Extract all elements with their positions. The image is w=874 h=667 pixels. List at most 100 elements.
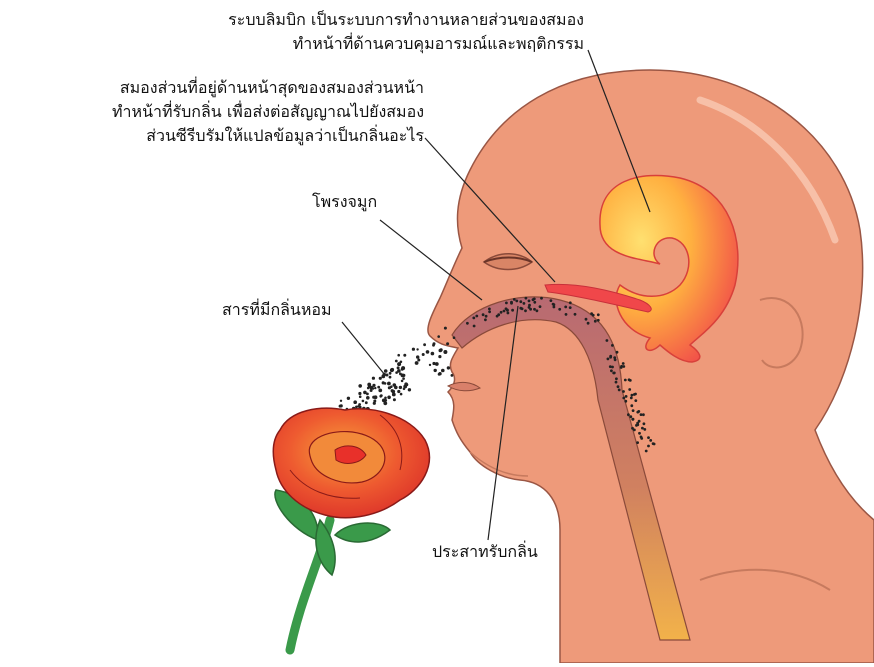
odor-particle: [620, 365, 623, 368]
odor-particle: [630, 397, 633, 400]
odor-particle: [503, 310, 506, 313]
odor-particle: [519, 300, 522, 303]
odor-particle: [510, 301, 513, 304]
odor-particle: [592, 314, 595, 317]
odor-particle: [540, 297, 543, 300]
odor-particle: [640, 436, 643, 439]
odor-particle: [417, 359, 420, 362]
rose-leaf-right: [335, 523, 390, 542]
odor-particle: [392, 390, 396, 394]
odor-particle: [358, 384, 362, 388]
odor-particle: [397, 390, 400, 393]
odor-particle: [636, 423, 639, 426]
odor-particle: [528, 300, 531, 303]
odor-particle: [390, 385, 393, 388]
odor-particle: [615, 381, 618, 384]
odor-particle: [627, 413, 630, 416]
rose: [273, 408, 429, 650]
odor-particle: [401, 374, 405, 378]
odor-particle: [394, 386, 398, 390]
odor-particle: [368, 385, 371, 388]
limbic-label-line1: ระบบลิมบิก เป็นระบบการทำงานหลายส่วนของสม…: [228, 8, 584, 32]
odor-particle: [507, 312, 510, 315]
odor-particle: [366, 396, 370, 400]
odor-particle: [366, 393, 369, 396]
odor-particle: [451, 374, 454, 377]
odor-particle: [482, 313, 485, 316]
odor-particle: [533, 301, 536, 304]
odor-particle: [597, 319, 600, 322]
odor-particle: [574, 313, 577, 316]
limbic-label: ระบบลิมบิก เป็นระบบการทำงานหลายส่วนของสม…: [228, 8, 584, 56]
odor-particle: [426, 350, 430, 354]
nasal-cavity-label: โพรงจมูก: [312, 190, 377, 214]
odor-particle: [638, 432, 641, 435]
odor-particle: [622, 362, 625, 365]
odor-particle: [475, 315, 478, 318]
odor-particle: [431, 352, 435, 356]
odor-particle: [400, 393, 403, 396]
odor-particle: [401, 368, 404, 371]
odor-particle: [472, 317, 475, 320]
odor-particle: [643, 428, 646, 431]
odor-particle: [387, 396, 391, 400]
odor-particle: [340, 404, 343, 407]
odor-particle: [415, 361, 419, 365]
odor-particle: [340, 400, 342, 402]
odor-particle: [622, 397, 625, 400]
odor-particle: [379, 377, 382, 380]
odor-particle: [564, 306, 567, 309]
odor-particle: [399, 386, 402, 389]
odor-particle: [435, 362, 439, 366]
odor-particle: [397, 366, 400, 369]
odor-particle: [443, 350, 447, 354]
odor-particle: [524, 309, 527, 312]
odor-particle: [634, 399, 637, 402]
odor-particle: [607, 358, 610, 361]
odor-particle: [358, 392, 361, 395]
odor-particle: [569, 301, 572, 304]
odor-particle: [642, 413, 645, 416]
odor-particle: [637, 410, 640, 413]
olfactory-bulb-label: สมองส่วนที่อยู่ด้านหน้าสุดของสมองส่วนหน้…: [112, 76, 424, 148]
odor-particle: [521, 307, 524, 310]
odor-particle: [384, 369, 388, 373]
odor-particle: [389, 376, 392, 379]
odor-particle: [497, 313, 500, 316]
odor-particle: [645, 450, 648, 453]
odor-particle: [628, 388, 631, 391]
odor-particle: [400, 361, 403, 364]
odor-particle: [500, 311, 503, 314]
odor-particle: [377, 386, 380, 389]
odor-particle: [439, 349, 443, 353]
odor-particle: [652, 442, 655, 445]
odor-particle: [612, 372, 615, 375]
limbic-label-line2: ทำหน้าที่ด้านควบคุมอารมณ์และพฤติกรรม: [228, 32, 584, 56]
odor-particle: [437, 335, 440, 338]
odor-particle: [624, 379, 627, 382]
odor-particle: [401, 380, 404, 383]
odor-particle: [594, 320, 597, 323]
odor-particle: [647, 445, 650, 448]
odor-particle: [447, 366, 450, 369]
odor-particle: [353, 400, 357, 404]
odor-particle: [365, 401, 368, 404]
odor-particle: [453, 336, 456, 339]
odor-particle: [378, 389, 382, 393]
odor-particle: [640, 413, 643, 416]
odor-particle: [444, 327, 447, 330]
odor-particle: [485, 315, 488, 318]
odor-particle: [395, 371, 398, 374]
odor-particle: [359, 395, 362, 398]
odor-particle: [362, 400, 365, 403]
odor-particle: [402, 377, 405, 380]
odor-particle: [649, 439, 652, 442]
odor-particle: [523, 302, 526, 305]
odor-particle: [403, 354, 406, 357]
odor-particle: [633, 393, 636, 396]
odor-particle: [529, 308, 532, 311]
odor-particle: [384, 382, 387, 385]
odor-particle: [446, 342, 449, 345]
odor-particle: [614, 358, 617, 361]
odor-particle: [553, 303, 556, 306]
